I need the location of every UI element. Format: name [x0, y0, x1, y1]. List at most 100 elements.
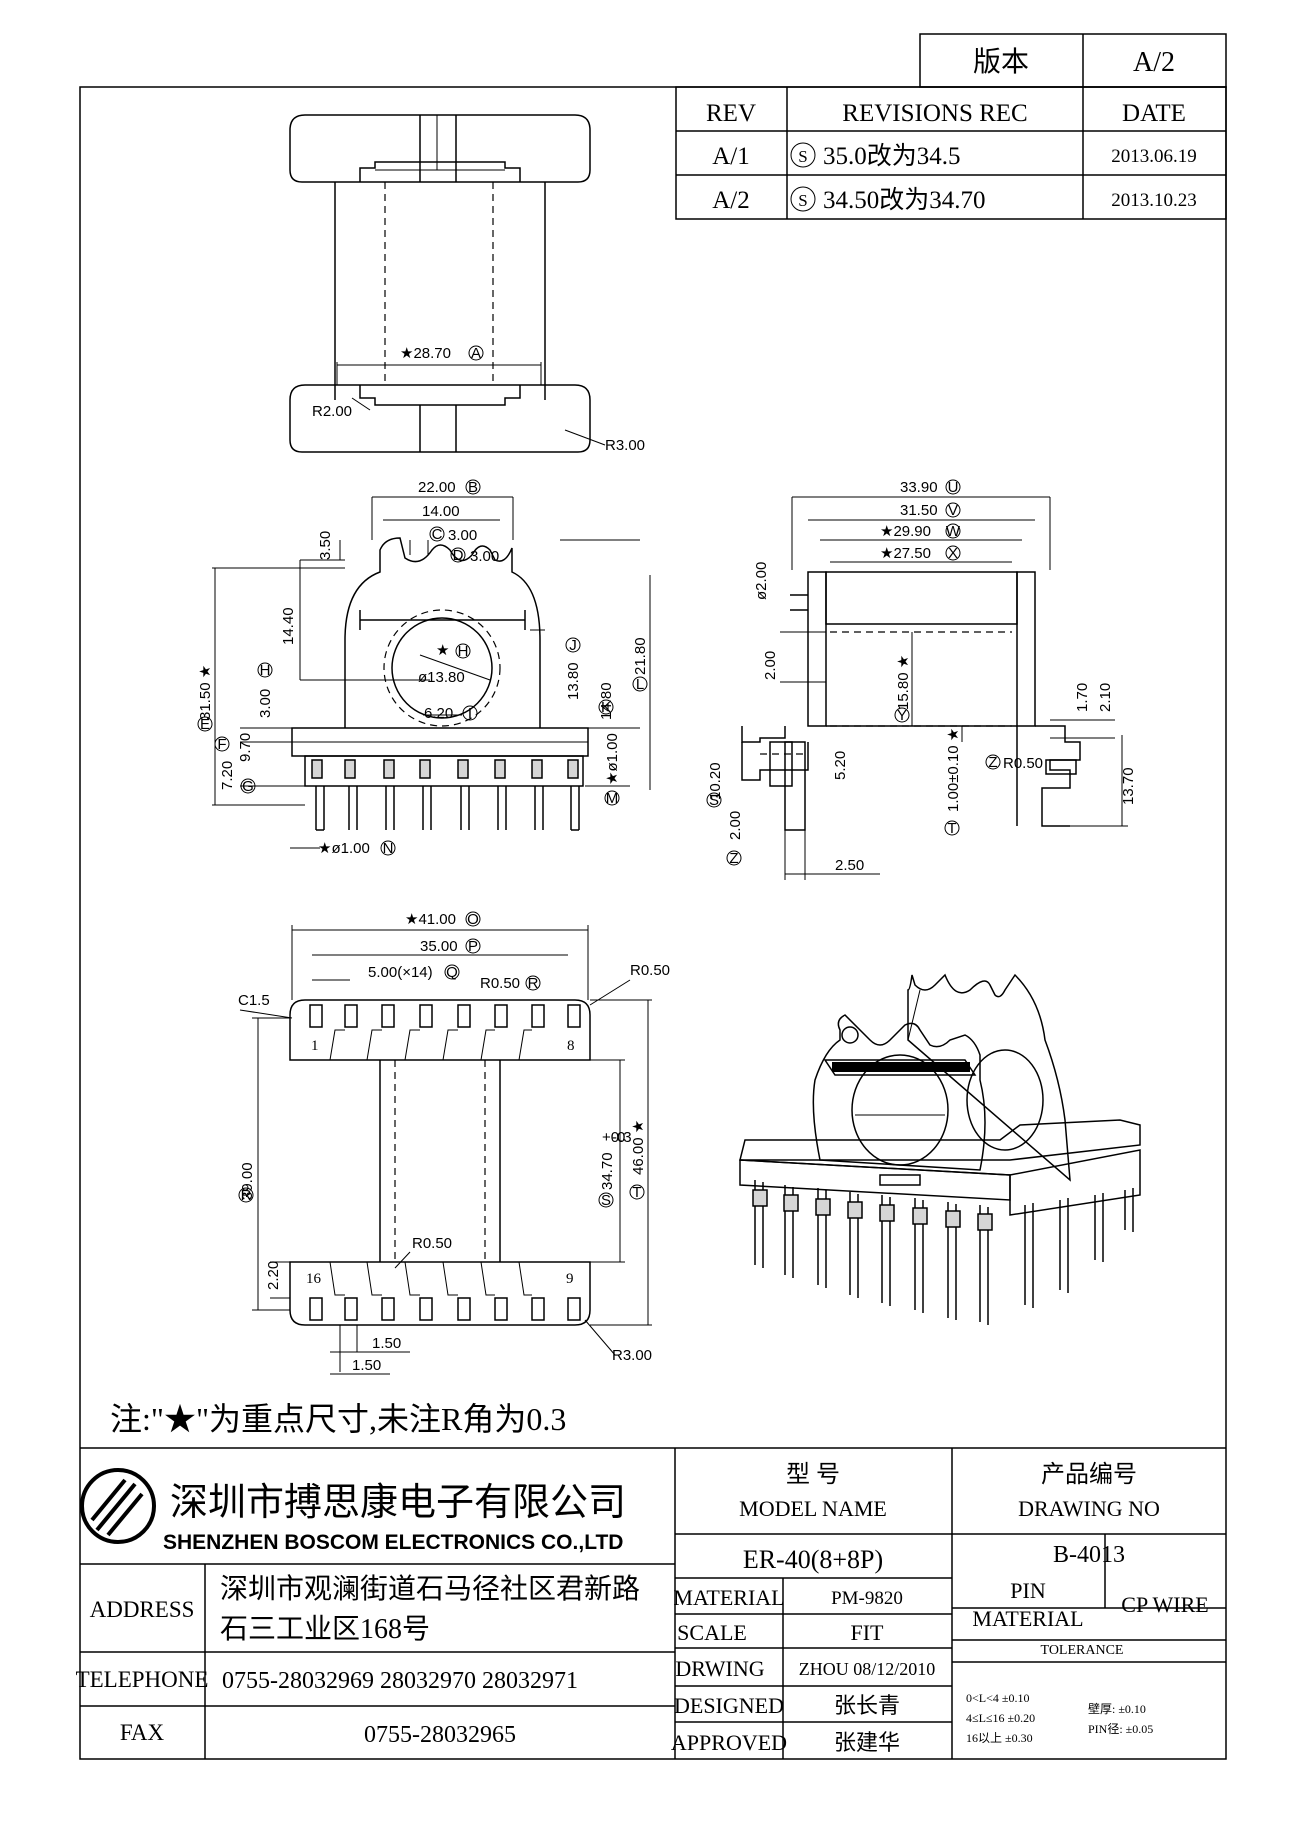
- drawing-label-cn: 产品编号: [1041, 1461, 1137, 1488]
- circled-d: D: [453, 547, 464, 564]
- address-line1: 深圳市观澜街道石马径社区君新路: [220, 1573, 640, 1605]
- dim-top-28-70: ★28.70: [400, 345, 451, 362]
- circled-i: I: [468, 705, 472, 722]
- dim-bot-1-50a: 1.50: [372, 1335, 401, 1352]
- dim-side-29-90: ★29.90: [880, 523, 931, 540]
- s-symbol-icon: S: [798, 147, 807, 166]
- circled-n: N: [383, 840, 394, 857]
- circled-w: W: [946, 523, 961, 540]
- circled-j: J: [569, 637, 577, 654]
- circled-a: A: [471, 345, 481, 362]
- circled-r: R: [528, 975, 539, 992]
- circled-s: S: [709, 792, 719, 809]
- dim-side-33-90: 33.90: [900, 479, 938, 496]
- circled-f: F: [217, 736, 226, 753]
- tol-sup: +0.3: [602, 1129, 632, 1146]
- dim-front-21-80: 21.80: [632, 637, 649, 675]
- circled-m: M: [606, 790, 619, 807]
- telephone-value: 0755-28032969 28032970 28032971: [222, 1668, 578, 1694]
- circled-h2: H: [260, 662, 271, 679]
- circled-z2: Z: [729, 850, 738, 867]
- dim-bot-1-50b: 1.50: [352, 1357, 381, 1374]
- dim-front-3b: 3.00: [470, 548, 499, 565]
- dim-side-15-80: 15.80 ★: [895, 655, 912, 710]
- circled-q: Q: [446, 964, 458, 981]
- company-name-cn: 深圳市搏思康电子有限公司: [170, 1482, 626, 1524]
- revision-table: 版本 A/2 REV REVISIONS REC DATE A/1 S 35.0…: [675, 33, 1227, 220]
- dim-front-14: 14.00: [422, 503, 460, 520]
- model-label-en: MODEL NAME: [739, 1496, 887, 1521]
- designed-value: 张长青: [834, 1693, 900, 1718]
- dim-side-1-00: 1.00±0.10 ★: [945, 728, 962, 812]
- front-view: ★ H ø13.80 6.20 I: [197, 479, 651, 857]
- version-label: 版本: [973, 46, 1029, 78]
- pin-number-16: 16: [306, 1271, 322, 1287]
- sheet-border: [79, 86, 1227, 1760]
- rev-header: REV: [706, 100, 756, 127]
- dim-front-14-80: 14.80: [598, 682, 615, 720]
- iso-pins: [752, 1180, 1134, 1325]
- approved-value: 张建华: [834, 1730, 900, 1755]
- designed-label: DESIGNED: [674, 1693, 784, 1718]
- rev-a2: A/2: [712, 187, 750, 214]
- side-view: 33.90 U 31.50 V ★29.90 W ★27.50 X ø2.00 …: [706, 479, 1137, 880]
- dim-side-31-50: 31.50: [900, 502, 938, 519]
- material-value: PM-9820: [831, 1588, 903, 1609]
- dim-bot-c15: C1.5: [238, 992, 270, 1009]
- dim-front-13-80b: 13.80: [565, 662, 582, 700]
- company-logo: [80, 1468, 156, 1544]
- company-name-en: SHENZHEN BOSCOM ELECTRONICS CO.,LTD: [163, 1531, 623, 1554]
- rev-a1-rec: 35.0改为34.5: [823, 142, 961, 170]
- dim-front-13-80: ø13.80: [418, 669, 465, 686]
- dim-side-2-10: 2.10: [1097, 683, 1114, 712]
- dim-bot-35: 35.00: [420, 938, 458, 955]
- address-label: ADDRESS: [90, 1597, 195, 1622]
- dim-side-2-00b: 2.00: [727, 811, 744, 840]
- revisions-rec-header: REVISIONS REC: [842, 100, 1027, 127]
- rev-a1-date: 2013.06.19: [1111, 146, 1197, 167]
- dim-bot-r05b: R0.50: [630, 962, 670, 979]
- circled-b: B: [468, 479, 478, 496]
- dim-front-14-40: 14.40: [280, 607, 297, 645]
- circled-e: E: [200, 716, 210, 733]
- address-line2: 石三工业区168号: [220, 1614, 430, 1645]
- dim-bot-2-20: 2.20: [265, 1261, 282, 1290]
- circled-v: V: [948, 502, 958, 519]
- s-symbol-icon: S: [798, 191, 807, 210]
- circled-y: Y: [897, 707, 907, 724]
- drawing-note: 注:"★"为重点尺寸,未注R角为0.3: [110, 1401, 566, 1437]
- drwing-value: ZHOU 08/12/2010: [799, 1659, 936, 1679]
- dim-side-5-20: 5.20: [832, 751, 849, 780]
- dim-bot-r05c: R0.50: [412, 1235, 452, 1252]
- circled-o: O: [467, 911, 479, 928]
- circled-u: U: [948, 479, 959, 496]
- scale-label: SCALE: [677, 1620, 747, 1645]
- dim-bot-41: ★41.00: [405, 911, 456, 928]
- dim-front-7-20: ★ø1.00: [604, 733, 621, 785]
- dim-front-6-20: 9.70: [237, 733, 254, 762]
- dim-side-13-70: 13.70: [1120, 767, 1137, 805]
- dim-bot-46: 46.00 ★: [630, 1120, 647, 1175]
- dim-front-31-50: 31.50 ★: [197, 665, 214, 720]
- dim-front-9-70: 7.20: [219, 761, 236, 790]
- dim-side-2-50: 2.50: [835, 857, 864, 874]
- fax-value: 0755-28032965: [364, 1722, 516, 1748]
- pin-number-8: 8: [567, 1038, 575, 1054]
- tolerance-label: TOLERANCE: [1041, 1643, 1124, 1658]
- version-value: A/2: [1133, 47, 1175, 78]
- bottom-view: ★41.00 O 35.00 P 5.00(×14) Q R0.50 R R0.…: [238, 911, 670, 1375]
- pin-number-9: 9: [566, 1271, 574, 1287]
- circled-x: X: [948, 545, 958, 562]
- front-pins: [304, 755, 584, 831]
- circled-l: L: [636, 676, 644, 693]
- tolerance-row-1: 0<L<4 ±0.10: [966, 1691, 1029, 1705]
- dim-front-5-00: 6.20: [424, 705, 453, 722]
- wall-thickness-tol: 壁厚: ±0.10: [1088, 1701, 1146, 1716]
- dim-bot-pitch: 5.00(×14): [368, 964, 433, 981]
- circled-s2: S: [601, 1192, 611, 1209]
- circled-p: P: [468, 938, 478, 955]
- pin-number-1: 1: [311, 1038, 319, 1054]
- pin-material-label2: MATERIAL: [972, 1606, 1083, 1631]
- dim-bot-34-70: 34.70: [599, 1152, 616, 1190]
- isometric-view: [739, 973, 1141, 1325]
